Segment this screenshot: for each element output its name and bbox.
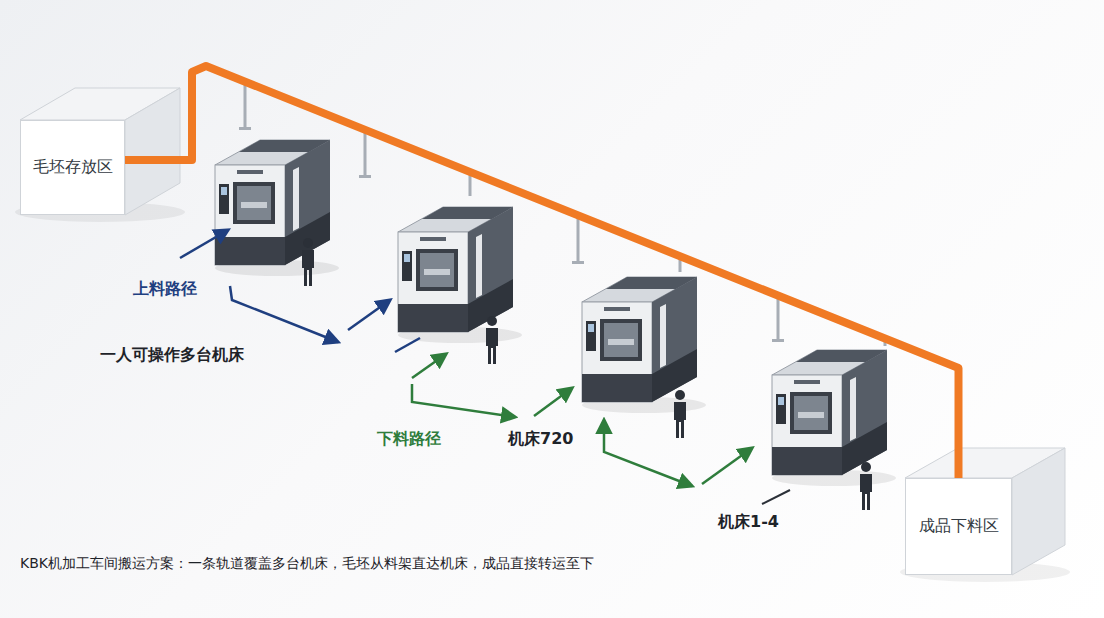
path-label-text: 一人可操作多台机床 (100, 345, 244, 364)
path-label: 上料路径 (133, 279, 197, 298)
path-label: 机床720 (508, 429, 573, 448)
path-label: 机床1-4 (718, 512, 779, 531)
storage-area-box: 成品下料区 (905, 478, 1012, 575)
path-label-text: 下料路径 (377, 429, 441, 448)
kbk-rail (125, 66, 959, 478)
path-label: 下料路径 (377, 429, 441, 448)
path-label: 一人可操作多台机床 (100, 345, 244, 364)
area-name: 毛坯存放区 (33, 157, 113, 178)
path-label-text: 机床1-4 (718, 512, 779, 531)
storage-area-box: 毛坯存放区 (20, 120, 125, 215)
caption: KBK机加工车间搬运方案：一条轨道覆盖多台机床，毛坯从料架直达机床，成品直接转运… (20, 555, 594, 573)
path-label-text: 上料路径 (133, 279, 197, 298)
area-name: 成品下料区 (919, 516, 999, 537)
path-label-text: 机床720 (508, 429, 573, 448)
